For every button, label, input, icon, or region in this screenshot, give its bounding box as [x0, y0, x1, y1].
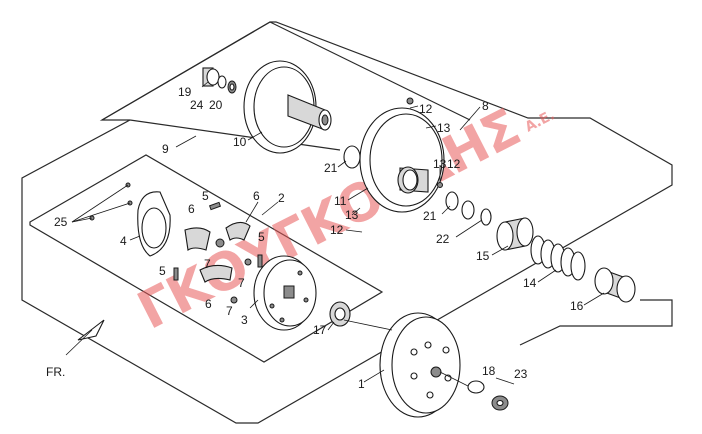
callout-9: 9	[162, 142, 169, 156]
callout-5-right: 5	[258, 230, 265, 244]
callout-7-right: 7	[238, 276, 245, 290]
bearing-stack-part	[202, 67, 237, 94]
upper-inner-line	[129, 119, 341, 151]
spring-group-frame	[519, 299, 673, 346]
collar-part	[496, 217, 534, 251]
callout-16: 16	[570, 299, 584, 313]
callout-23: 23	[514, 367, 528, 381]
callout-25: 25	[54, 215, 68, 229]
callout-6-top: 6	[253, 189, 260, 203]
front-direction-label: FR.	[46, 365, 65, 379]
watermark-text: ΓΚΟΥΓΚΟΥΔΗΣ	[129, 97, 530, 341]
callout-10: 10	[233, 135, 247, 149]
callout-2: 2	[278, 191, 285, 205]
callout-1: 1	[358, 377, 365, 391]
callout-5-top: 5	[202, 189, 209, 203]
callout-4: 4	[120, 234, 127, 248]
callout-5-left: 5	[159, 264, 166, 278]
callout-19: 19	[178, 85, 192, 99]
callout-7-mid: 7	[204, 257, 211, 271]
clutch-bell-part	[379, 312, 461, 418]
callout-18: 18	[482, 364, 496, 378]
seals-orings-part	[445, 191, 492, 226]
callout-6-left: 6	[188, 202, 195, 216]
callout-11: 11	[334, 194, 347, 208]
callout-14: 14	[523, 276, 537, 290]
clutch-shoes-part	[184, 221, 252, 304]
clutch-nut-part	[329, 301, 351, 327]
callout-20: 20	[209, 98, 223, 112]
callout-24: 24	[190, 98, 204, 112]
callout-12-mid: 12	[447, 157, 461, 171]
washer-part	[467, 380, 485, 394]
callout-8: 8	[482, 99, 489, 113]
callout-labels: 19 24 20 10 9 12 8 13 21 13 12 11 13 12 …	[46, 85, 584, 391]
upper-subassembly-frame	[101, 21, 471, 121]
callout-13-mid: 13	[433, 157, 447, 171]
front-direction-arrow-icon	[65, 319, 105, 356]
callout-22: 22	[436, 232, 450, 246]
clutch-plate-part	[89, 182, 171, 257]
leader-lines	[71, 81, 605, 387]
callout-21-lower: 21	[423, 209, 437, 223]
callout-15: 15	[476, 249, 490, 263]
callout-21-upper: 21	[324, 161, 338, 175]
spring-seat-part	[594, 267, 636, 303]
oil-seal-upper-part	[343, 145, 361, 169]
callout-3: 3	[241, 313, 248, 327]
callout-17: 17	[313, 323, 327, 337]
spring-part	[530, 235, 586, 281]
callout-13-low: 13	[345, 208, 359, 222]
callout-7-bottom: 7	[226, 304, 233, 318]
flange-nut-part	[491, 395, 509, 411]
watermark-suffix: Α.Ε.	[523, 107, 558, 135]
clutch-subassembly-frame	[29, 154, 384, 363]
driven-face-part	[243, 60, 332, 154]
movable-face-part	[359, 97, 445, 213]
shoe-springs-part	[173, 201, 263, 281]
callout-13-top: 13	[437, 121, 451, 135]
callout-6-bottom: 6	[205, 297, 212, 311]
callout-12-low: 12	[330, 223, 344, 237]
callout-12-top: 12	[419, 102, 433, 116]
clutch-carrier-part	[253, 255, 317, 331]
